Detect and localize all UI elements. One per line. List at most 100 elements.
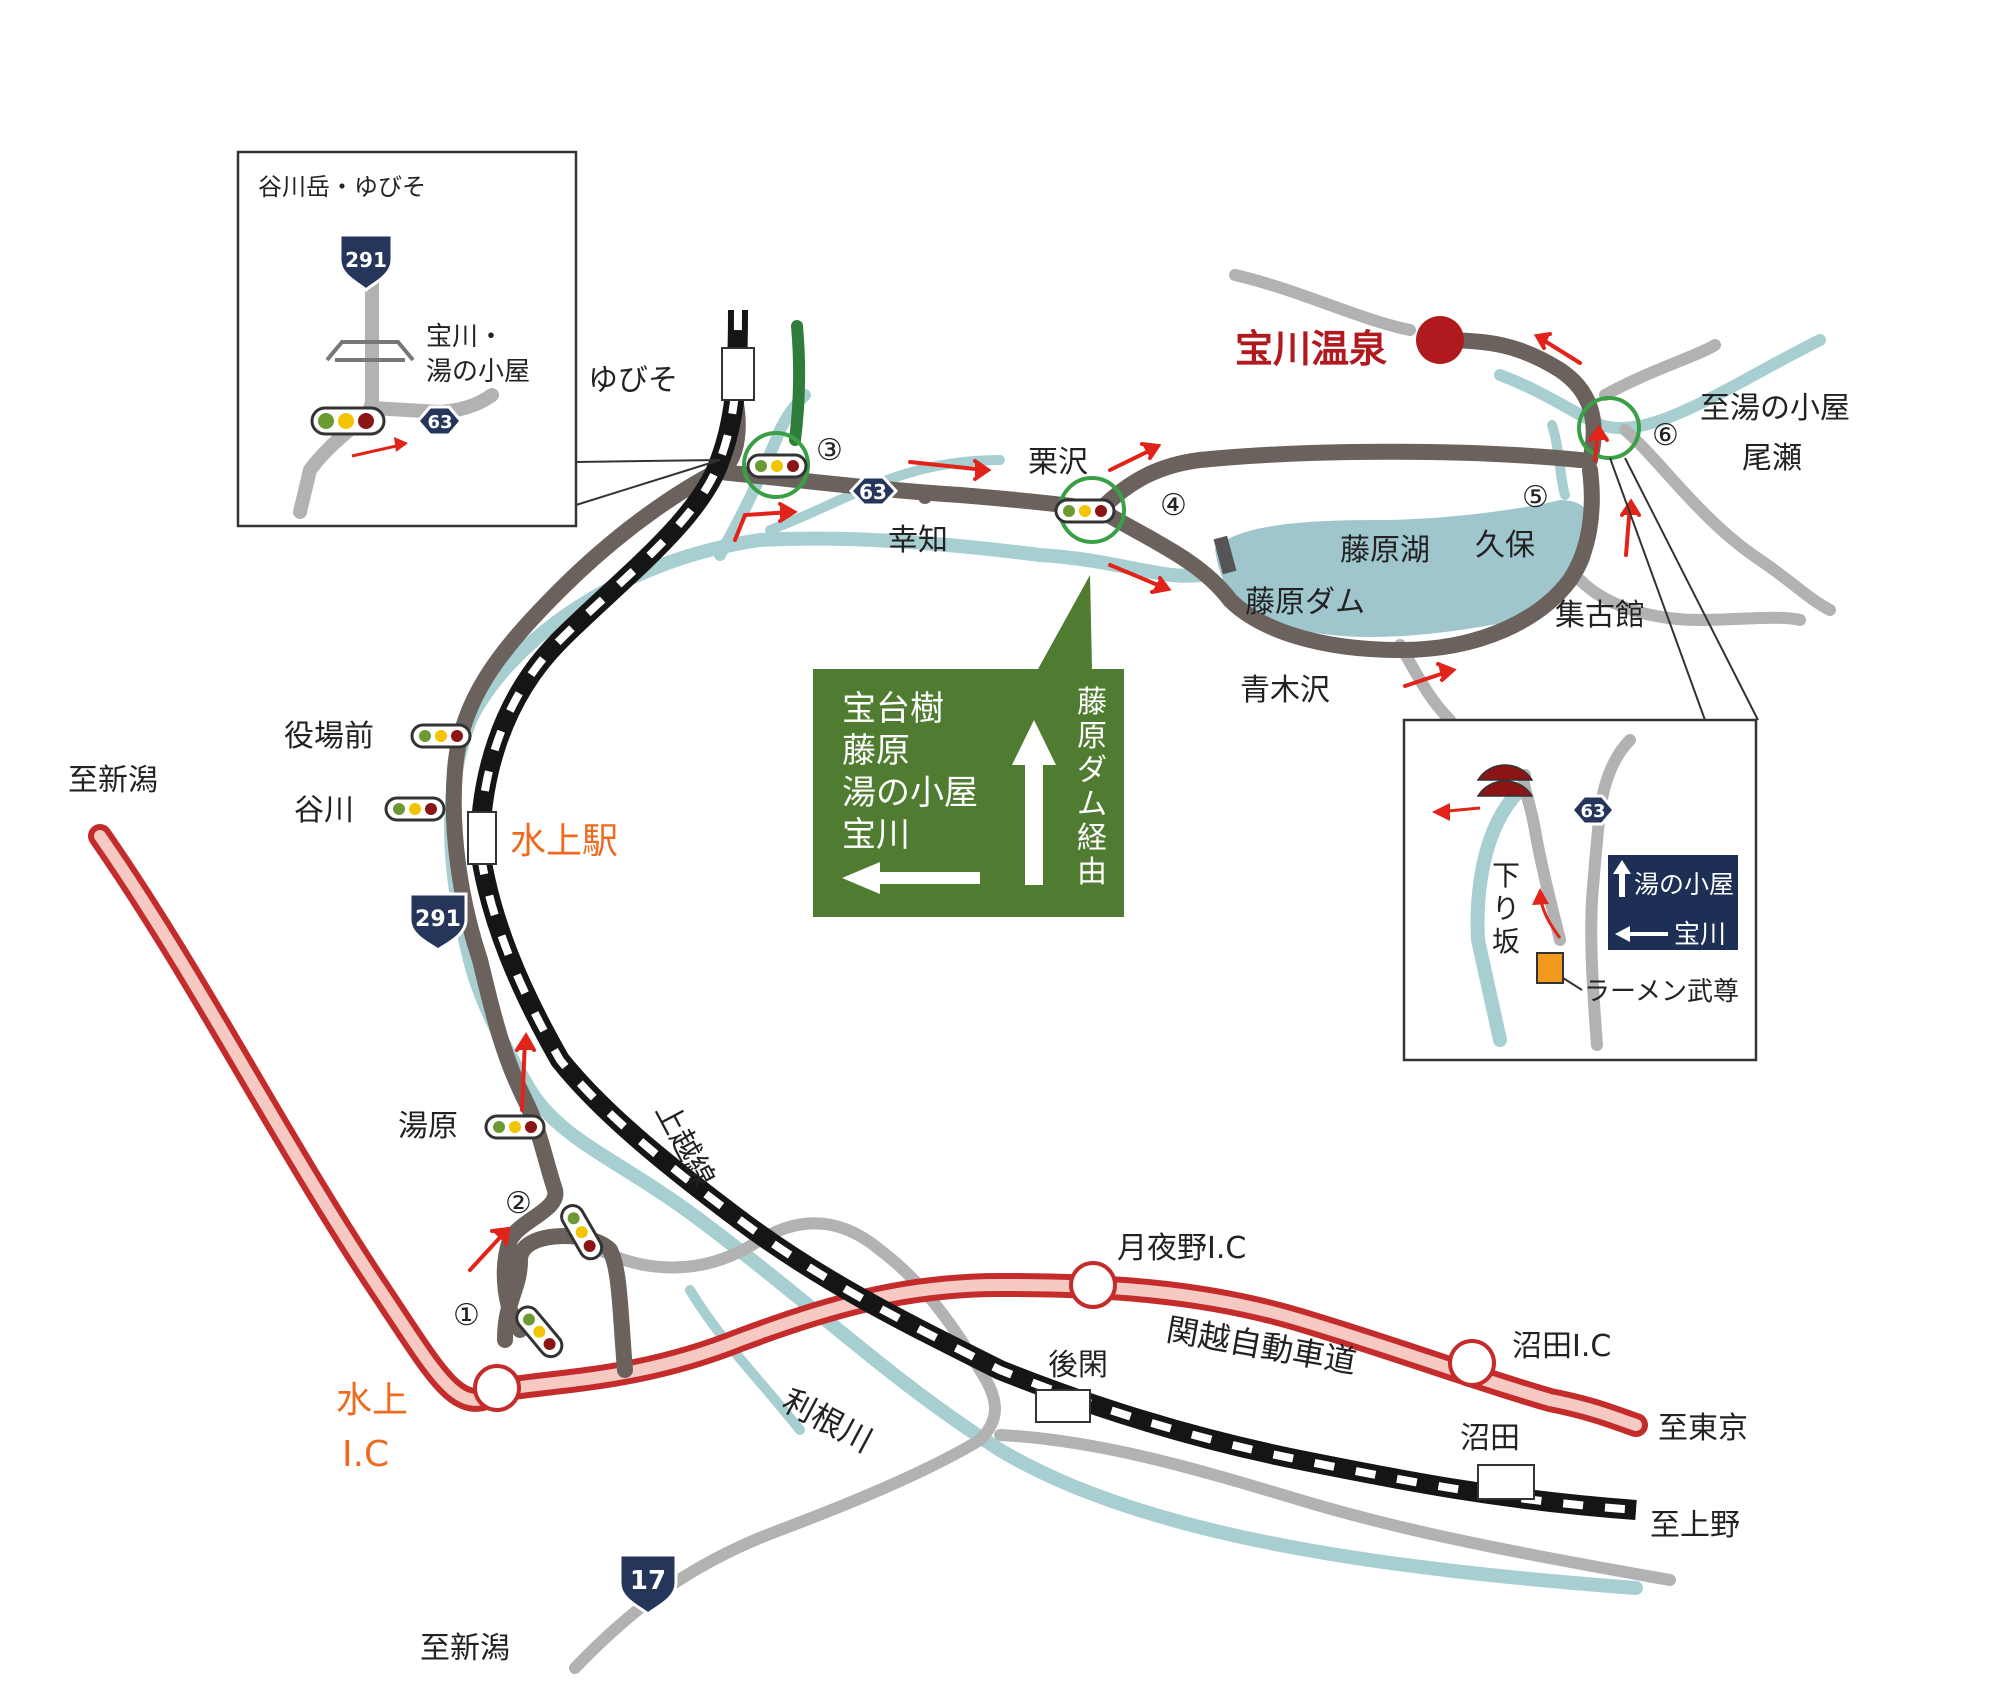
- label-to-niigata-top: 至新潟: [68, 763, 158, 798]
- inset1-top-label: 谷川岳・ゆびそ: [258, 173, 426, 201]
- point-5: ⑤: [1522, 480, 1549, 515]
- shield-17: 17: [618, 1553, 678, 1617]
- svg-text:ダ: ダ: [1077, 753, 1107, 788]
- minakami-ic-circle: [473, 1364, 521, 1412]
- road-mid-right: [1574, 574, 1806, 626]
- inset1-bridge-icon: [325, 340, 415, 362]
- tsukiyono-ic-circle: [1069, 1261, 1117, 1309]
- ic-circles: [473, 1261, 1496, 1412]
- point-1: ①: [453, 1298, 480, 1333]
- sign-line-3: 湯の小屋: [842, 773, 978, 813]
- label-lake: 藤原湖: [1340, 533, 1430, 568]
- sign-line-1: 宝台樹: [842, 689, 944, 729]
- traffic-light-4: [1054, 498, 1116, 524]
- gokan-station: [1035, 1389, 1091, 1423]
- river-left-ic: [685, 1285, 805, 1435]
- road-topright-1: [1229, 269, 1416, 336]
- inset1-route-291-icon: [338, 233, 394, 293]
- kochi-dot: [918, 490, 932, 504]
- label-kubo: 久保: [1475, 528, 1535, 563]
- label-tanigawa: 谷川: [294, 793, 354, 828]
- svg-text:63: 63: [427, 412, 452, 433]
- dam-mark: [1213, 535, 1237, 575]
- place-labels: ゆびそ 栗沢 幸知 藤原湖 久保 藤原ダム 集古館 青木沢 至湯の小屋 尾瀬 役…: [68, 363, 1850, 1666]
- sign-line-2: 藤原: [842, 731, 910, 771]
- svg-text:湯の小屋: 湯の小屋: [1634, 870, 1734, 899]
- inset1-route-63-icon: [416, 405, 463, 437]
- inset2-route-63-icon: [1570, 794, 1616, 826]
- takaragawa-onsen-label: 宝川温泉: [1235, 327, 1387, 371]
- road-upper-loop: [1092, 443, 1588, 518]
- sign-line-4: 宝川: [842, 815, 910, 855]
- label-gokan: 後閑: [1048, 1348, 1108, 1383]
- label-minakami-station: 水上駅: [510, 821, 618, 862]
- sign-up-arrow-icon: [1012, 720, 1056, 885]
- label-shukokan: 集古館: [1555, 598, 1645, 633]
- road-to-takaragawa: [1432, 332, 1602, 468]
- road-right-down: [1619, 424, 1836, 616]
- traffic-lights: [384, 453, 1116, 1359]
- yubiso-station: [721, 347, 755, 401]
- svg-text:り: り: [1492, 892, 1520, 925]
- route-63-shield-icon: [848, 475, 899, 507]
- ramen-shop-label: ラーメン武尊: [1584, 977, 1739, 1007]
- label-minakami-ic-1: 水上: [336, 1380, 408, 1421]
- aokisawa-dot: [1386, 644, 1400, 658]
- road-topright-2: [1599, 339, 1721, 401]
- traffic-light-yakubamae: [410, 723, 472, 749]
- svg-text:63: 63: [1580, 801, 1605, 822]
- inset1-side-label-2: 湯の小屋: [426, 357, 530, 387]
- inset2-left-arrow-icon: [1615, 926, 1668, 942]
- inset-yubiso: 291 63 谷川岳・ゆびそ 宝川・ 湯の小屋: [236, 150, 721, 528]
- kanetsu-expressway: [88, 824, 1648, 1437]
- label-tsukiyono: 月夜野I.C: [1117, 1231, 1246, 1266]
- river-top-right: [1494, 334, 1826, 435]
- label-minakami-ic-2: I.C: [342, 1434, 389, 1475]
- label-dam: 藤原ダム: [1245, 585, 1365, 620]
- road-ic-side: [497, 1228, 633, 1378]
- traffic-light-yuhara: [484, 1114, 546, 1140]
- label-kochi: 幸知: [888, 523, 948, 558]
- svg-text:下: 下: [1492, 859, 1520, 892]
- label-yuhara: 湯原: [398, 1109, 458, 1144]
- shield-291-main: 291: [408, 892, 468, 952]
- traffic-light-tanigawa: [384, 796, 446, 822]
- green-road: [789, 320, 806, 446]
- label-oze: 尾瀬: [1742, 441, 1802, 476]
- svg-text:経: 経: [1077, 821, 1107, 856]
- sign-left-arrow-icon: [842, 862, 980, 894]
- inset1-traffic-light: [310, 406, 386, 436]
- traffic-light-3: [746, 453, 808, 479]
- label-yakubamae: 役場前: [284, 719, 374, 754]
- svg-text:原: 原: [1077, 719, 1107, 754]
- svg-text:63: 63: [859, 480, 887, 504]
- label-numata-ic: 沼田I.C: [1512, 1329, 1611, 1364]
- joetsu-rail: [470, 309, 1637, 1520]
- svg-text:291: 291: [415, 907, 461, 932]
- point-4: ④: [1160, 488, 1187, 523]
- point-3: ③: [816, 433, 843, 468]
- shield-63-main: 63: [848, 475, 899, 507]
- fujiwara-lake: [1215, 500, 1594, 637]
- rivers: [444, 334, 1826, 1595]
- numata-station: [1477, 1464, 1535, 1500]
- label-yubiso: ゆびそ: [588, 363, 678, 398]
- point-6: ⑥: [1652, 418, 1679, 453]
- label-to-ueno: 至上野: [1650, 1508, 1740, 1543]
- label-aokisawa: 青木沢: [1240, 673, 1330, 708]
- label-numata: 沼田: [1460, 1421, 1520, 1456]
- svg-text:藤: 藤: [1077, 685, 1107, 720]
- inset1-side-label-1: 宝川・: [426, 322, 504, 352]
- ramen-shop-marker: [1536, 952, 1564, 984]
- label-kurisawa: 栗沢: [1028, 445, 1088, 480]
- green-direction-sign: 宝台樹 藤原 湯の小屋 宝川 藤 原 ダ ム 経 由: [813, 575, 1124, 917]
- label-to-yunokoya: 至湯の小屋: [1700, 391, 1850, 426]
- junction-6-circle: [1577, 396, 1641, 460]
- svg-text:由: 由: [1077, 855, 1107, 890]
- svg-text:17: 17: [630, 1566, 666, 1596]
- route-17-shield-icon: [618, 1553, 678, 1617]
- label-to-niigata-bottom: 至新潟: [420, 1631, 510, 1666]
- inset2-up-arrow-icon: [1613, 860, 1631, 897]
- inset-ramen: 63 下 り 坂 ラーメン武尊 湯の小屋 宝川: [1402, 457, 1759, 1062]
